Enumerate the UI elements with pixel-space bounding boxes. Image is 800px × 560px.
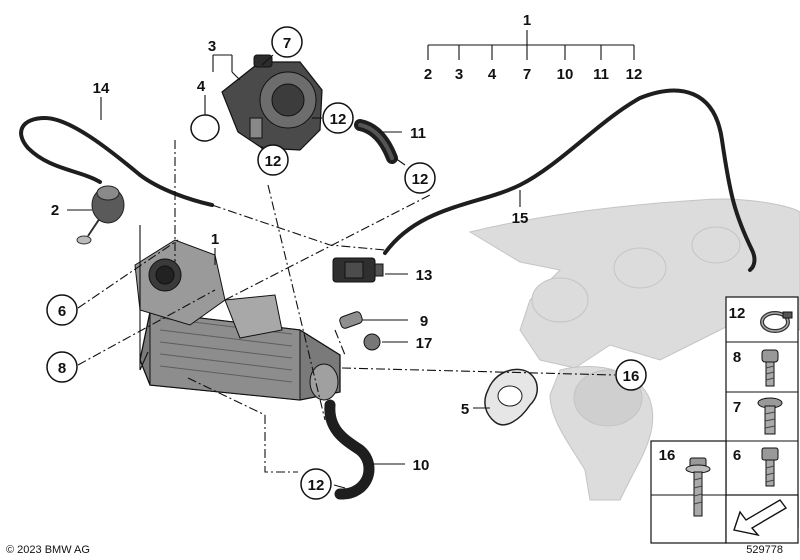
callout-12b-circle: 12 <box>257 144 289 176</box>
callout-12: 12 <box>412 171 429 188</box>
callout-16: 16 <box>623 368 640 385</box>
tree-child-label: 10 <box>557 66 574 83</box>
callout-11: 11 <box>410 125 426 142</box>
callout-4: 4 <box>197 78 206 95</box>
tree-child-label: 4 <box>488 66 497 83</box>
callout-12a-circle: 12 <box>322 102 354 134</box>
callout-7: 7 <box>283 35 291 52</box>
tree-child-label: 11 <box>593 66 609 83</box>
callout-9: 9 <box>420 313 428 330</box>
seal-ring <box>363 333 381 351</box>
vacuum-hose-14 <box>19 115 214 207</box>
egr-valve-actuator <box>221 54 323 151</box>
callout-2: 2 <box>51 202 59 219</box>
hose-11 <box>354 119 398 164</box>
callout-12c-circle: 12 <box>404 162 436 194</box>
callout-3: 3 <box>208 38 216 55</box>
hose-clamp-icon <box>760 311 793 333</box>
callout-16-circle: 16 <box>615 359 647 391</box>
legend-label-8: 8 <box>733 349 741 366</box>
leader-lines <box>67 30 635 489</box>
part-tree: 1 2 3 4 7 10 11 12 <box>424 12 643 83</box>
callout-8-circle: 8 <box>46 351 78 383</box>
direction-arrow-icon <box>733 499 788 537</box>
callout-1: 1 <box>211 231 219 248</box>
copyright-text: © 2023 BMW AG <box>6 544 90 556</box>
tree-child-label: 12 <box>626 66 643 83</box>
legend-label-6: 6 <box>733 447 741 464</box>
tree-child-label: 7 <box>523 66 531 83</box>
callout-6: 6 <box>58 303 66 320</box>
legend-label-12: 12 <box>729 305 746 322</box>
callout-14: 14 <box>93 80 110 97</box>
tree-child-label: 2 <box>424 66 432 83</box>
hex-bolt-icon <box>761 447 779 487</box>
pressure-converter <box>332 257 384 283</box>
callout-7-circle: 7 <box>271 26 303 58</box>
tree-child-label: 3 <box>455 66 463 83</box>
callout-12: 12 <box>265 153 282 170</box>
legend-label-16: 16 <box>659 447 676 464</box>
callout-8: 8 <box>58 360 66 377</box>
callout-17: 17 <box>416 335 433 352</box>
callout-12: 12 <box>330 111 347 128</box>
callout-5: 5 <box>461 401 469 418</box>
assembly-lines <box>77 140 616 473</box>
vacuum-hose-15 <box>383 88 757 272</box>
o-ring <box>190 114 220 142</box>
callouts-plain: 3 4 14 2 1 11 13 15 9 17 5 10 <box>51 38 529 474</box>
hollow-bolt <box>339 311 363 329</box>
fastener-legend: 12 8 7 6 16 <box>650 296 799 544</box>
callout-6-circle: 6 <box>46 294 78 326</box>
callout-12d-circle: 12 <box>300 468 332 500</box>
tree-root-label: 1 <box>523 12 531 29</box>
callout-12: 12 <box>308 477 325 494</box>
callout-10: 10 <box>413 457 430 474</box>
socket-bolt-icon <box>761 349 779 387</box>
flange-bolt-icon <box>685 457 711 517</box>
torx-bolt-icon <box>757 397 783 435</box>
legend-label-7: 7 <box>733 399 741 416</box>
egr-cooler <box>134 239 341 401</box>
callout-15: 15 <box>512 210 529 227</box>
callout-13: 13 <box>416 267 433 284</box>
vacuum-canister <box>76 185 125 245</box>
image-number: 529778 <box>746 544 783 556</box>
coolant-hose-10 <box>324 399 375 500</box>
intake-manifold <box>468 198 800 501</box>
